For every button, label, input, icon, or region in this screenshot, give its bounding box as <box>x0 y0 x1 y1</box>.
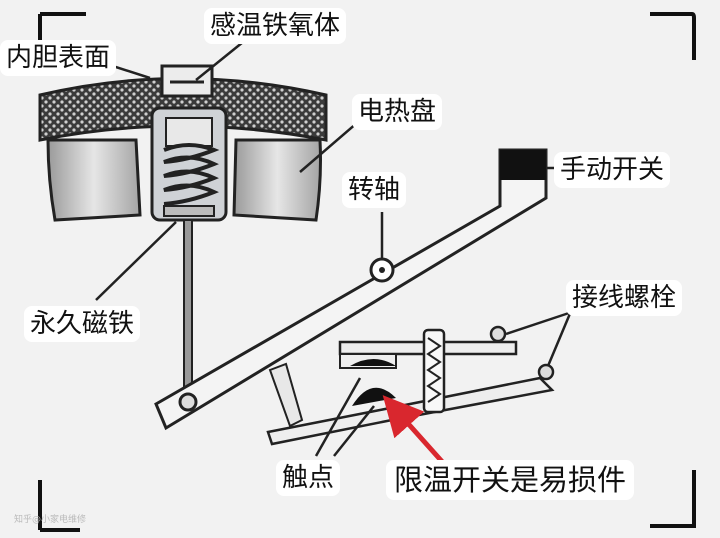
insulator-block <box>422 328 446 414</box>
heating-plate-left <box>46 138 142 222</box>
label-heating-plate: 电热盘 <box>352 94 443 130</box>
terminal-screw-2 <box>537 363 555 381</box>
red-arrow <box>382 395 448 468</box>
label-manual-switch: 手动开关 <box>554 152 671 188</box>
label-permanent-magnet: 永久磁铁 <box>24 306 141 342</box>
heating-plate-right <box>232 138 322 222</box>
lever-pin <box>178 392 198 412</box>
label-terminal-screw: 接线螺栓 <box>566 280 683 316</box>
label-contacts: 触点 <box>276 460 341 496</box>
spring <box>163 143 220 206</box>
manual-switch-knob <box>500 150 546 180</box>
lower-contact-arm <box>266 376 555 446</box>
label-pivot: 转轴 <box>342 172 407 208</box>
terminal-screw-1 <box>489 325 507 343</box>
caption: 限温开关是易损件 <box>386 460 635 500</box>
label-inner-surface: 内胆表面 <box>0 40 117 76</box>
upper-contact-point <box>350 359 396 366</box>
push-rod <box>183 219 193 399</box>
label-thermo-ferrite: 感温铁氧体 <box>204 8 347 44</box>
lower-contact-point <box>352 387 396 406</box>
frame-corners <box>38 12 696 532</box>
watermark: 知乎@小家电维修 <box>14 515 87 525</box>
